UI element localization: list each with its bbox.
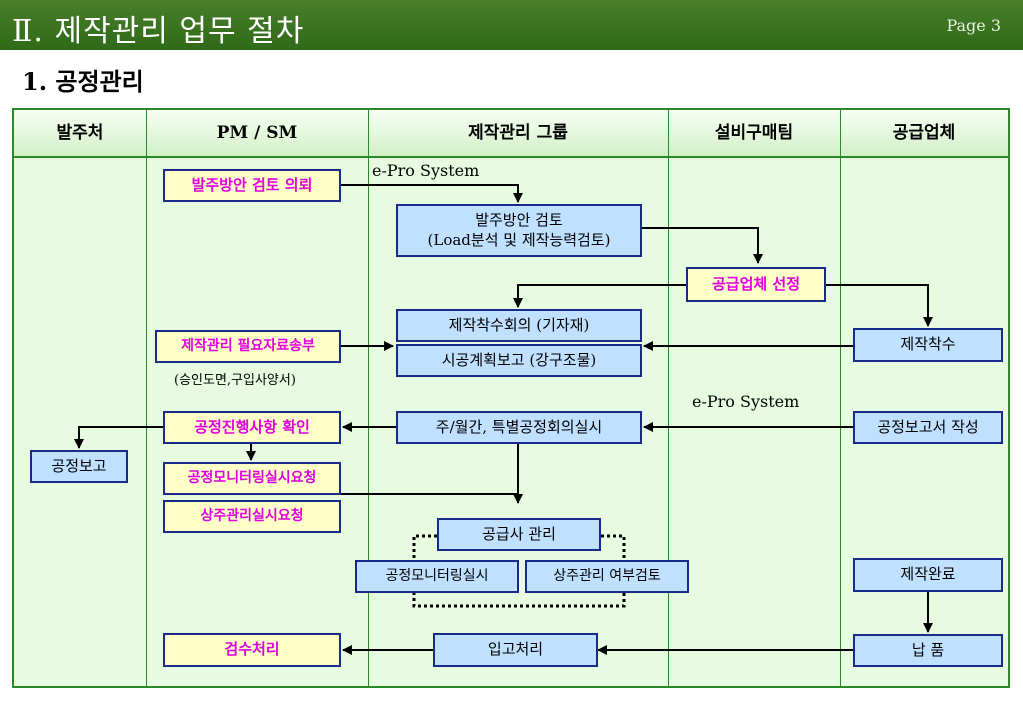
column-header-pm-sm: PM / SM (216, 123, 298, 143)
write-report-box: 공정보고서 작성 (853, 411, 1003, 444)
flow-arrow (341, 184, 523, 203)
title-bar: Ⅱ. 제작관리 업무 절차 Page 3 (0, 0, 1023, 50)
order-review-line: (Load분석 및 제작능력검토) (427, 230, 611, 249)
supplier-management-box: 공급사 관리 (437, 518, 601, 551)
dotted-bracket (601, 534, 626, 560)
progress-meeting-box: 주/월간, 특별공정회의실시 (396, 411, 642, 444)
check-progress-box: 공정진행사항 확인 (163, 411, 341, 444)
column-header-supplier: 공급업체 (892, 123, 956, 143)
progress-report-box: 공정보고 (30, 450, 128, 483)
warehousing-box: 입고처리 (433, 633, 598, 667)
monitoring-box: 공정모니터링실시 (355, 560, 519, 593)
column-divider (368, 110, 369, 686)
page-title: Ⅱ. 제작관리 업무 절차 (12, 14, 305, 49)
column-header-row: 발주처 PM / SM 제작관리 그룹 설비구매팀 공급업체 (14, 110, 1008, 158)
flow-arrow (826, 284, 933, 327)
order-review-line: 발주방안 검토 (475, 211, 563, 229)
order-review-box: 발주방안 검토 (Load분석 및 제작능력검토) (396, 204, 642, 257)
column-divider (146, 110, 147, 686)
order-review-request-box: 발주방안 검토 의뢰 (163, 169, 341, 202)
column-divider (840, 110, 841, 686)
send-docs-box: 제작관리 필요자료송부 (155, 330, 341, 363)
construction-plan-box: 시공계획보고 (강구조물) (396, 344, 642, 377)
column-header-purchasing-team: 설비구매팀 (714, 123, 794, 143)
start-production-box: 제작착수 (853, 328, 1003, 362)
column-divider (668, 110, 669, 686)
inspection-box: 검수처리 (163, 633, 341, 667)
epro-system-label: e-Pro System (372, 161, 480, 180)
column-header-client: 발주처 (56, 123, 104, 143)
dotted-bracket (412, 592, 626, 608)
flow-arrow (74, 426, 163, 449)
approval-docs-note: (승인도면,구입사양서) (174, 373, 296, 388)
request-monitoring-box: 공정모니터링실시요청 (163, 462, 341, 495)
dotted-bracket (412, 534, 437, 560)
column-header-production-group: 제작관리 그룹 (468, 123, 568, 143)
production-complete-box: 제작완료 (853, 558, 1003, 592)
kickoff-meeting-box: 제작착수회의 (기자재) (396, 309, 642, 342)
page-number: Page 3 (946, 16, 1001, 35)
flow-arrow (513, 284, 686, 308)
request-resident-box: 상주관리실시요청 (163, 500, 341, 533)
supplier-selection-box: 공급업체 선정 (686, 267, 826, 302)
resident-review-box: 상주관리 여부검토 (525, 560, 689, 593)
epro-system-label: e-Pro System (692, 392, 800, 411)
section-title: 1. 공정관리 (22, 67, 144, 96)
flow-arrow (642, 227, 763, 264)
delivery-box: 납 품 (853, 634, 1003, 667)
